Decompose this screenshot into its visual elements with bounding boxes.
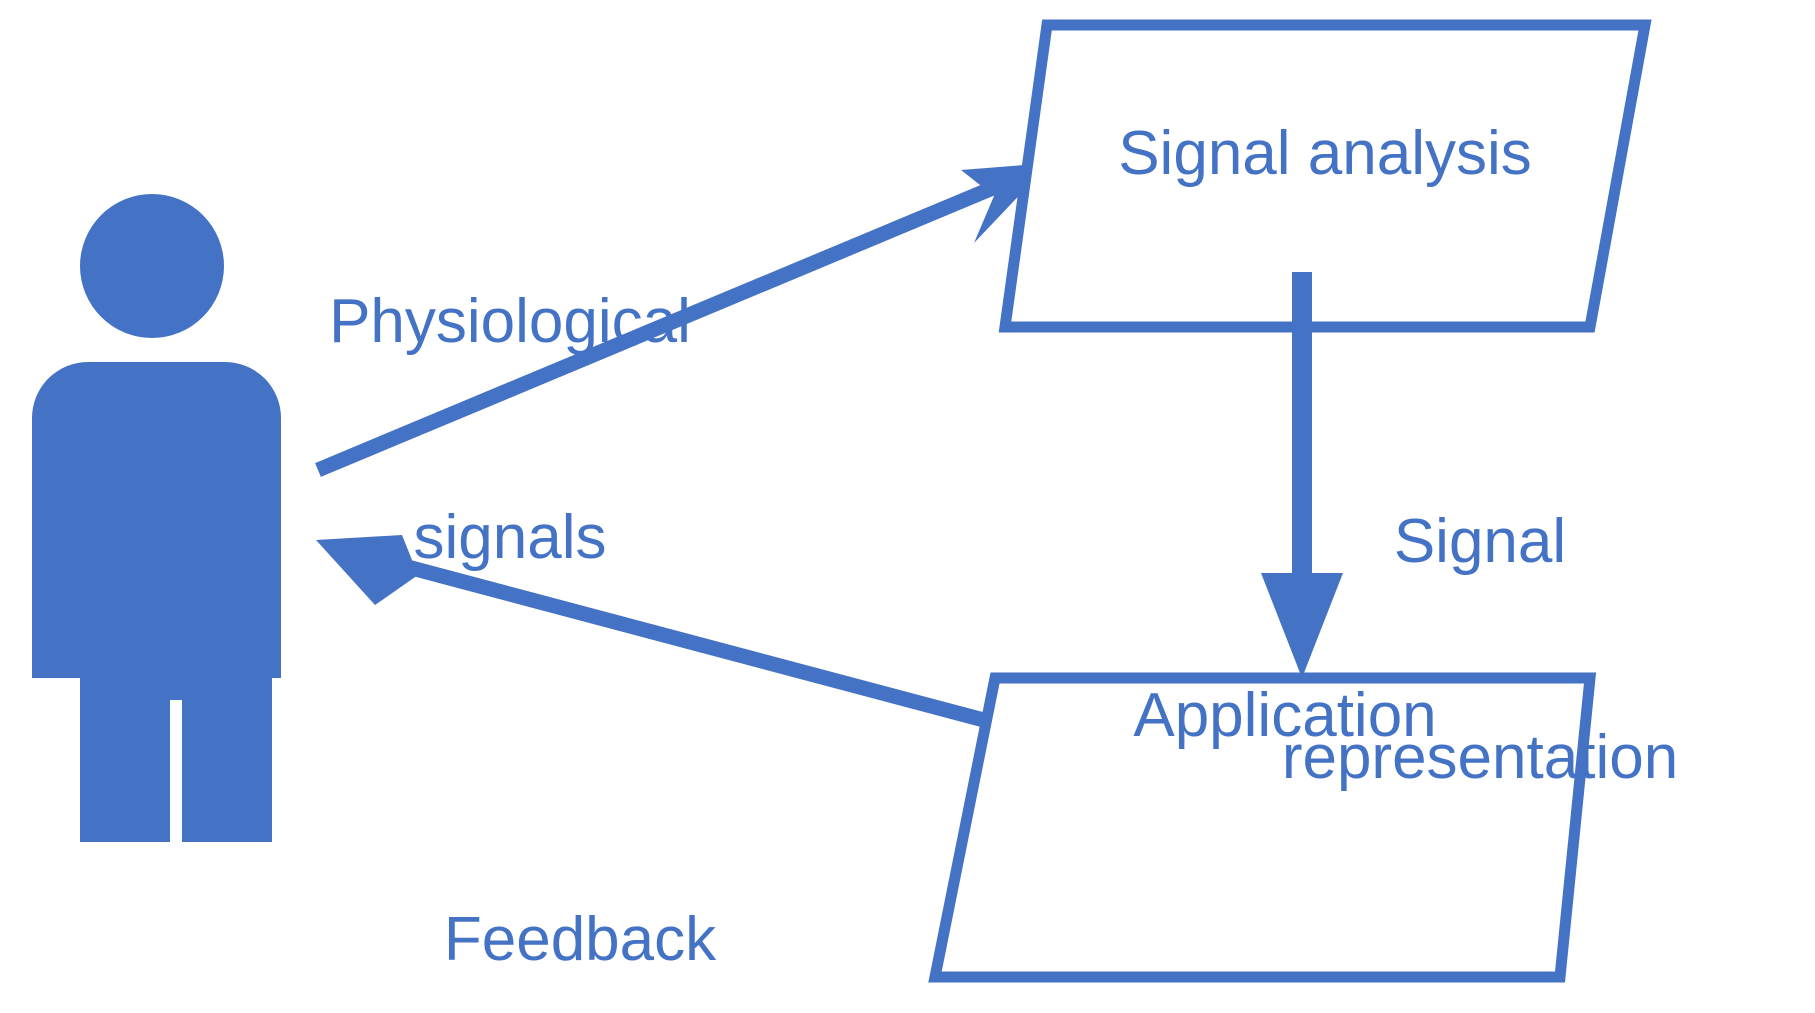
edge-label-feedback: Feedback	[395, 760, 765, 1013]
node-application[interactable]	[928, 672, 1597, 983]
edge-label-physiological-signals-line2: signals	[413, 502, 607, 572]
edge-label-signal-representation: Signal representation	[1135, 362, 1815, 937]
person-legs-icon	[80, 430, 272, 842]
edge-label-signal-representation-line1: Signal	[1393, 506, 1567, 576]
arrow-signal-representation	[1261, 272, 1343, 678]
node-label-signal-analysis: Signal analysis	[1118, 119, 1532, 188]
node-label-application: Application	[1133, 681, 1437, 750]
edge-label-physiological-signals-line1: Physiological	[329, 286, 691, 356]
edge-label-physiological-signals: Physiological signals	[300, 142, 720, 717]
edge-label-feedback-line1: Feedback	[443, 904, 717, 974]
user-person-icon	[32, 194, 281, 842]
person-head-icon	[80, 194, 224, 338]
arrow-feedback	[316, 535, 997, 731]
node-signal-analysis[interactable]	[998, 19, 1652, 333]
edge-label-signal-representation-line2: representation	[1281, 722, 1679, 792]
